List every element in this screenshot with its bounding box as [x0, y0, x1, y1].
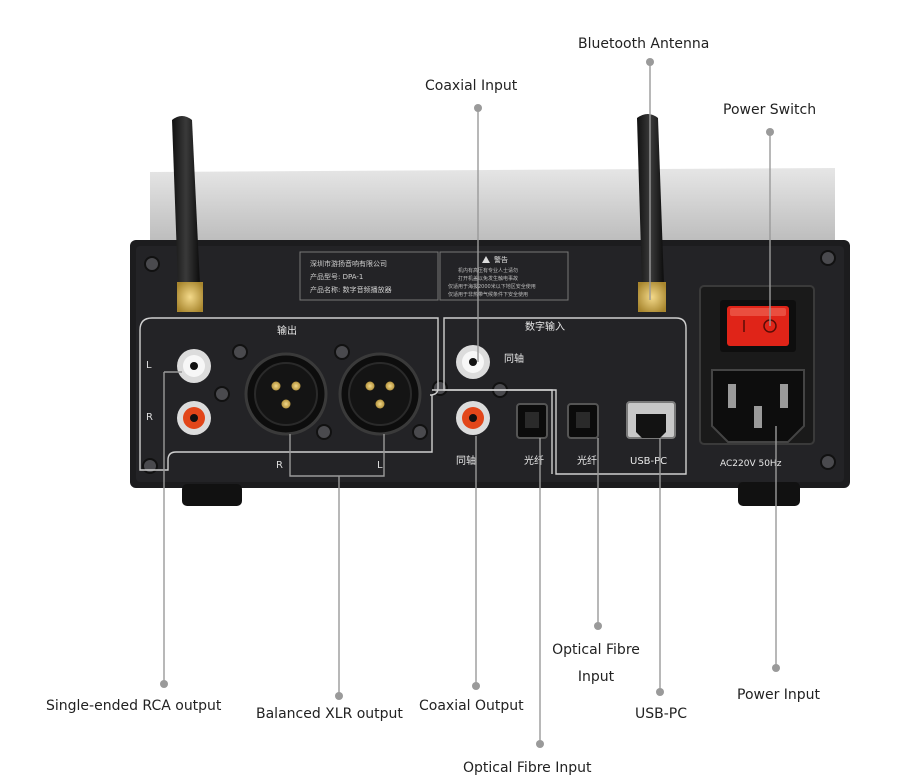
rca-r-label: R — [146, 412, 153, 423]
coax-out-label: 同轴 — [456, 454, 476, 467]
usb-label: USB-PC — [630, 456, 667, 467]
xlr-connector-right — [244, 352, 328, 436]
info-plate — [299, 251, 439, 301]
callout-power-input: Power Input — [737, 687, 821, 703]
warning-triangle-icon — [482, 256, 490, 263]
rca-jack-left — [177, 349, 211, 383]
warning-line: 仅适用于海拔2000米以下地区安全使用 — [448, 283, 536, 290]
callout-bluetooth-antenna: Bluetooth Antenna — [578, 36, 710, 52]
callout-optical-input-upper: Optical Fibre Input — [541, 637, 651, 691]
leader-lines — [163, 62, 777, 744]
optical-output-port — [516, 403, 548, 439]
top-cover — [150, 168, 835, 250]
coaxial-input-jack — [456, 345, 490, 379]
optical-in-label: 光纤 — [577, 454, 597, 467]
rca-jack-right — [177, 401, 211, 435]
optical-input-port — [567, 403, 599, 439]
coaxial-output-jack — [456, 401, 490, 435]
callout-optical-input-line1: Optical Fibre — [552, 642, 640, 658]
panel-screws — [142, 250, 836, 474]
callout-usb-pc: USB-PC — [635, 706, 688, 722]
warning-line: 机内有高压有专业人士请勿 — [458, 267, 518, 274]
callout-xlr-output: Balanced XLR output — [256, 706, 403, 722]
callout-optical-input-line2: Input — [577, 669, 615, 685]
callout-optical-input-bottom: Optical Fibre Input — [463, 760, 592, 776]
warning-title: 警告 — [494, 255, 508, 264]
output-title: 输出 — [277, 324, 297, 337]
xlr-l-label: L — [377, 460, 383, 471]
foot-left — [182, 484, 242, 506]
bluetooth-antenna-left — [172, 116, 203, 312]
xlr-connector-left — [338, 352, 422, 436]
usb-b-port — [626, 401, 676, 439]
power-module — [699, 285, 815, 445]
callout-coaxial-input: Coaxial Input — [425, 78, 518, 94]
warning-line: 仅适用于非热带气候条件下安全使用 — [448, 291, 528, 298]
power-rating: AC220V 50Hz — [720, 459, 782, 469]
callout-rca-output: Single-ended RCA output — [46, 698, 222, 714]
label-model: 产品型号: DPA-1 — [310, 272, 363, 281]
callout-power-switch: Power Switch — [723, 102, 817, 118]
warning-line: 打开机盖以免发生触电事故 — [458, 275, 518, 282]
rca-l-label: L — [146, 360, 152, 371]
coax-in-label: 同轴 — [504, 352, 524, 365]
digital-input-title: 数字输入 — [525, 320, 565, 333]
leader-dots — [160, 58, 780, 748]
output-section-frame — [139, 317, 439, 471]
label-company: 深圳市游扬音响有限公司 — [310, 259, 387, 268]
warning-plate — [439, 251, 569, 301]
callout-coaxial-output: Coaxial Output — [419, 698, 524, 714]
xlr-r-label: R — [276, 460, 283, 471]
label-name: 产品名称: 数字音频播放器 — [310, 285, 392, 294]
optical-out-label: 光纤 — [524, 454, 544, 467]
foot-right — [738, 482, 800, 506]
